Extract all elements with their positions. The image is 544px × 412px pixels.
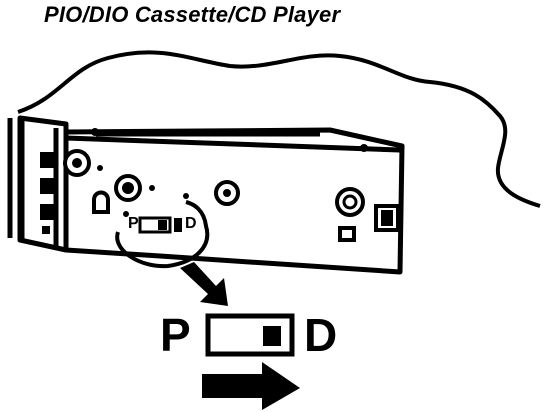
large-label-d: D [304, 309, 338, 361]
square-port [338, 226, 356, 242]
enlarged-pd-switch [205, 313, 295, 357]
jack-left [63, 149, 91, 177]
player-side-ridges [7, 118, 401, 252]
screw-dots [91, 128, 368, 217]
right-arrow [202, 362, 300, 410]
large-label-p: P [160, 309, 191, 361]
jack-right-of-center [214, 180, 240, 206]
device-switch-label-d: D [185, 215, 197, 232]
jack-center [114, 174, 142, 202]
device-pd-switch [138, 216, 182, 234]
antenna-port [92, 190, 110, 214]
device-switch-label-p: P [128, 215, 139, 232]
diagram-title: PIO/DIO Cassette/CD Player [44, 2, 341, 27]
right-connector [374, 204, 400, 232]
magnifier-circle [115, 200, 210, 269]
jack-far-right [335, 187, 365, 217]
diagonal-arrow [180, 262, 228, 306]
left-connector-slots [40, 152, 54, 234]
